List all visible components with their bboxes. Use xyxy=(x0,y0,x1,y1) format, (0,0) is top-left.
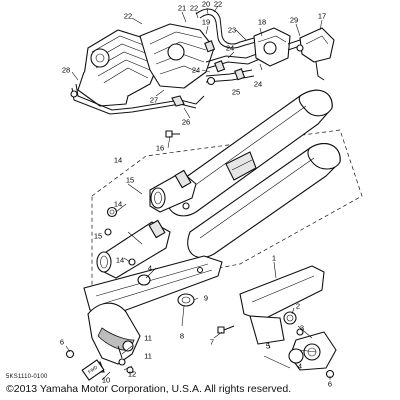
callout-19: 19 xyxy=(202,18,210,27)
callout-6: 6 xyxy=(328,380,332,389)
exhaust-flange-rear xyxy=(288,331,337,371)
muffler-bolt xyxy=(165,130,180,138)
callout-14: 14 xyxy=(116,256,124,265)
callout-22: 22 xyxy=(214,0,222,9)
callout-29: 29 xyxy=(290,16,298,25)
callout-4: 4 xyxy=(148,264,152,273)
callout-20: 20 xyxy=(202,0,210,9)
callout-22: 22 xyxy=(190,4,198,13)
callout-11: 11 xyxy=(144,334,152,343)
callout-6: 6 xyxy=(60,338,64,347)
callout-25: 25 xyxy=(232,88,240,97)
callout-22: 22 xyxy=(124,12,132,21)
callout-labels: 22 21 22 20 22 19 23 18 29 17 24 24 24 2… xyxy=(60,0,332,389)
callout-27: 27 xyxy=(150,96,158,105)
heat-shield-upper xyxy=(225,151,257,181)
drawing-code: 5KS1110-0100 xyxy=(6,374,48,380)
callout-24: 24 xyxy=(254,80,262,89)
callout-7: 7 xyxy=(210,338,214,347)
heat-protector-rear xyxy=(239,265,325,345)
callout-11: 11 xyxy=(144,352,152,361)
reed-valve-cover xyxy=(296,27,335,81)
copyright-notice: ©2013 Yamaha Motor Corporation, U.S.A. A… xyxy=(6,383,292,395)
lower-muffler xyxy=(187,143,341,259)
callout-28: 28 xyxy=(62,66,70,75)
breather-pipe xyxy=(70,83,205,115)
callout-3: 3 xyxy=(300,324,304,333)
lower-exhaust-pipe xyxy=(96,219,171,279)
callout-9: 9 xyxy=(204,294,208,303)
callout-24: 24 xyxy=(192,66,200,75)
callout-10: 10 xyxy=(102,376,110,385)
upper-exhaust-pipe xyxy=(149,169,197,213)
callout-15: 15 xyxy=(126,176,134,185)
callout-18: 18 xyxy=(258,18,266,27)
intake-manifold xyxy=(139,23,215,89)
callout-24: 24 xyxy=(226,44,234,53)
callout-15: 15 xyxy=(94,232,102,241)
callout-8: 8 xyxy=(180,332,184,341)
air-induction-hoses xyxy=(195,8,263,86)
air-cut-valve xyxy=(253,27,314,67)
fwd-indicator: FWD xyxy=(81,359,105,381)
callout-13: 14 xyxy=(114,156,122,165)
muffler-assembly-group-outline xyxy=(91,129,363,293)
callout-17: 17 xyxy=(318,12,326,21)
bolts-lower xyxy=(65,325,235,374)
callout-14: 14 xyxy=(114,200,122,209)
callout-1: 1 xyxy=(272,254,276,263)
gaskets-muffler xyxy=(104,206,118,236)
callout-5: 5 xyxy=(266,342,270,351)
callout-12: 12 xyxy=(128,370,136,379)
engine-cylinder-head xyxy=(77,29,161,107)
callout-4: 4 xyxy=(298,362,302,371)
leader-lines xyxy=(65,5,331,381)
heat-protector-long xyxy=(83,255,223,317)
heat-protector-curved xyxy=(87,302,141,365)
callout-16: 16 xyxy=(156,144,164,153)
callout-23: 23 xyxy=(228,26,236,35)
fwd-label: FWD xyxy=(87,364,99,374)
callout-2: 2 xyxy=(296,302,300,311)
callout-26: 26 xyxy=(182,118,190,127)
callout-21: 21 xyxy=(178,4,186,13)
gaskets-rear xyxy=(283,311,335,379)
